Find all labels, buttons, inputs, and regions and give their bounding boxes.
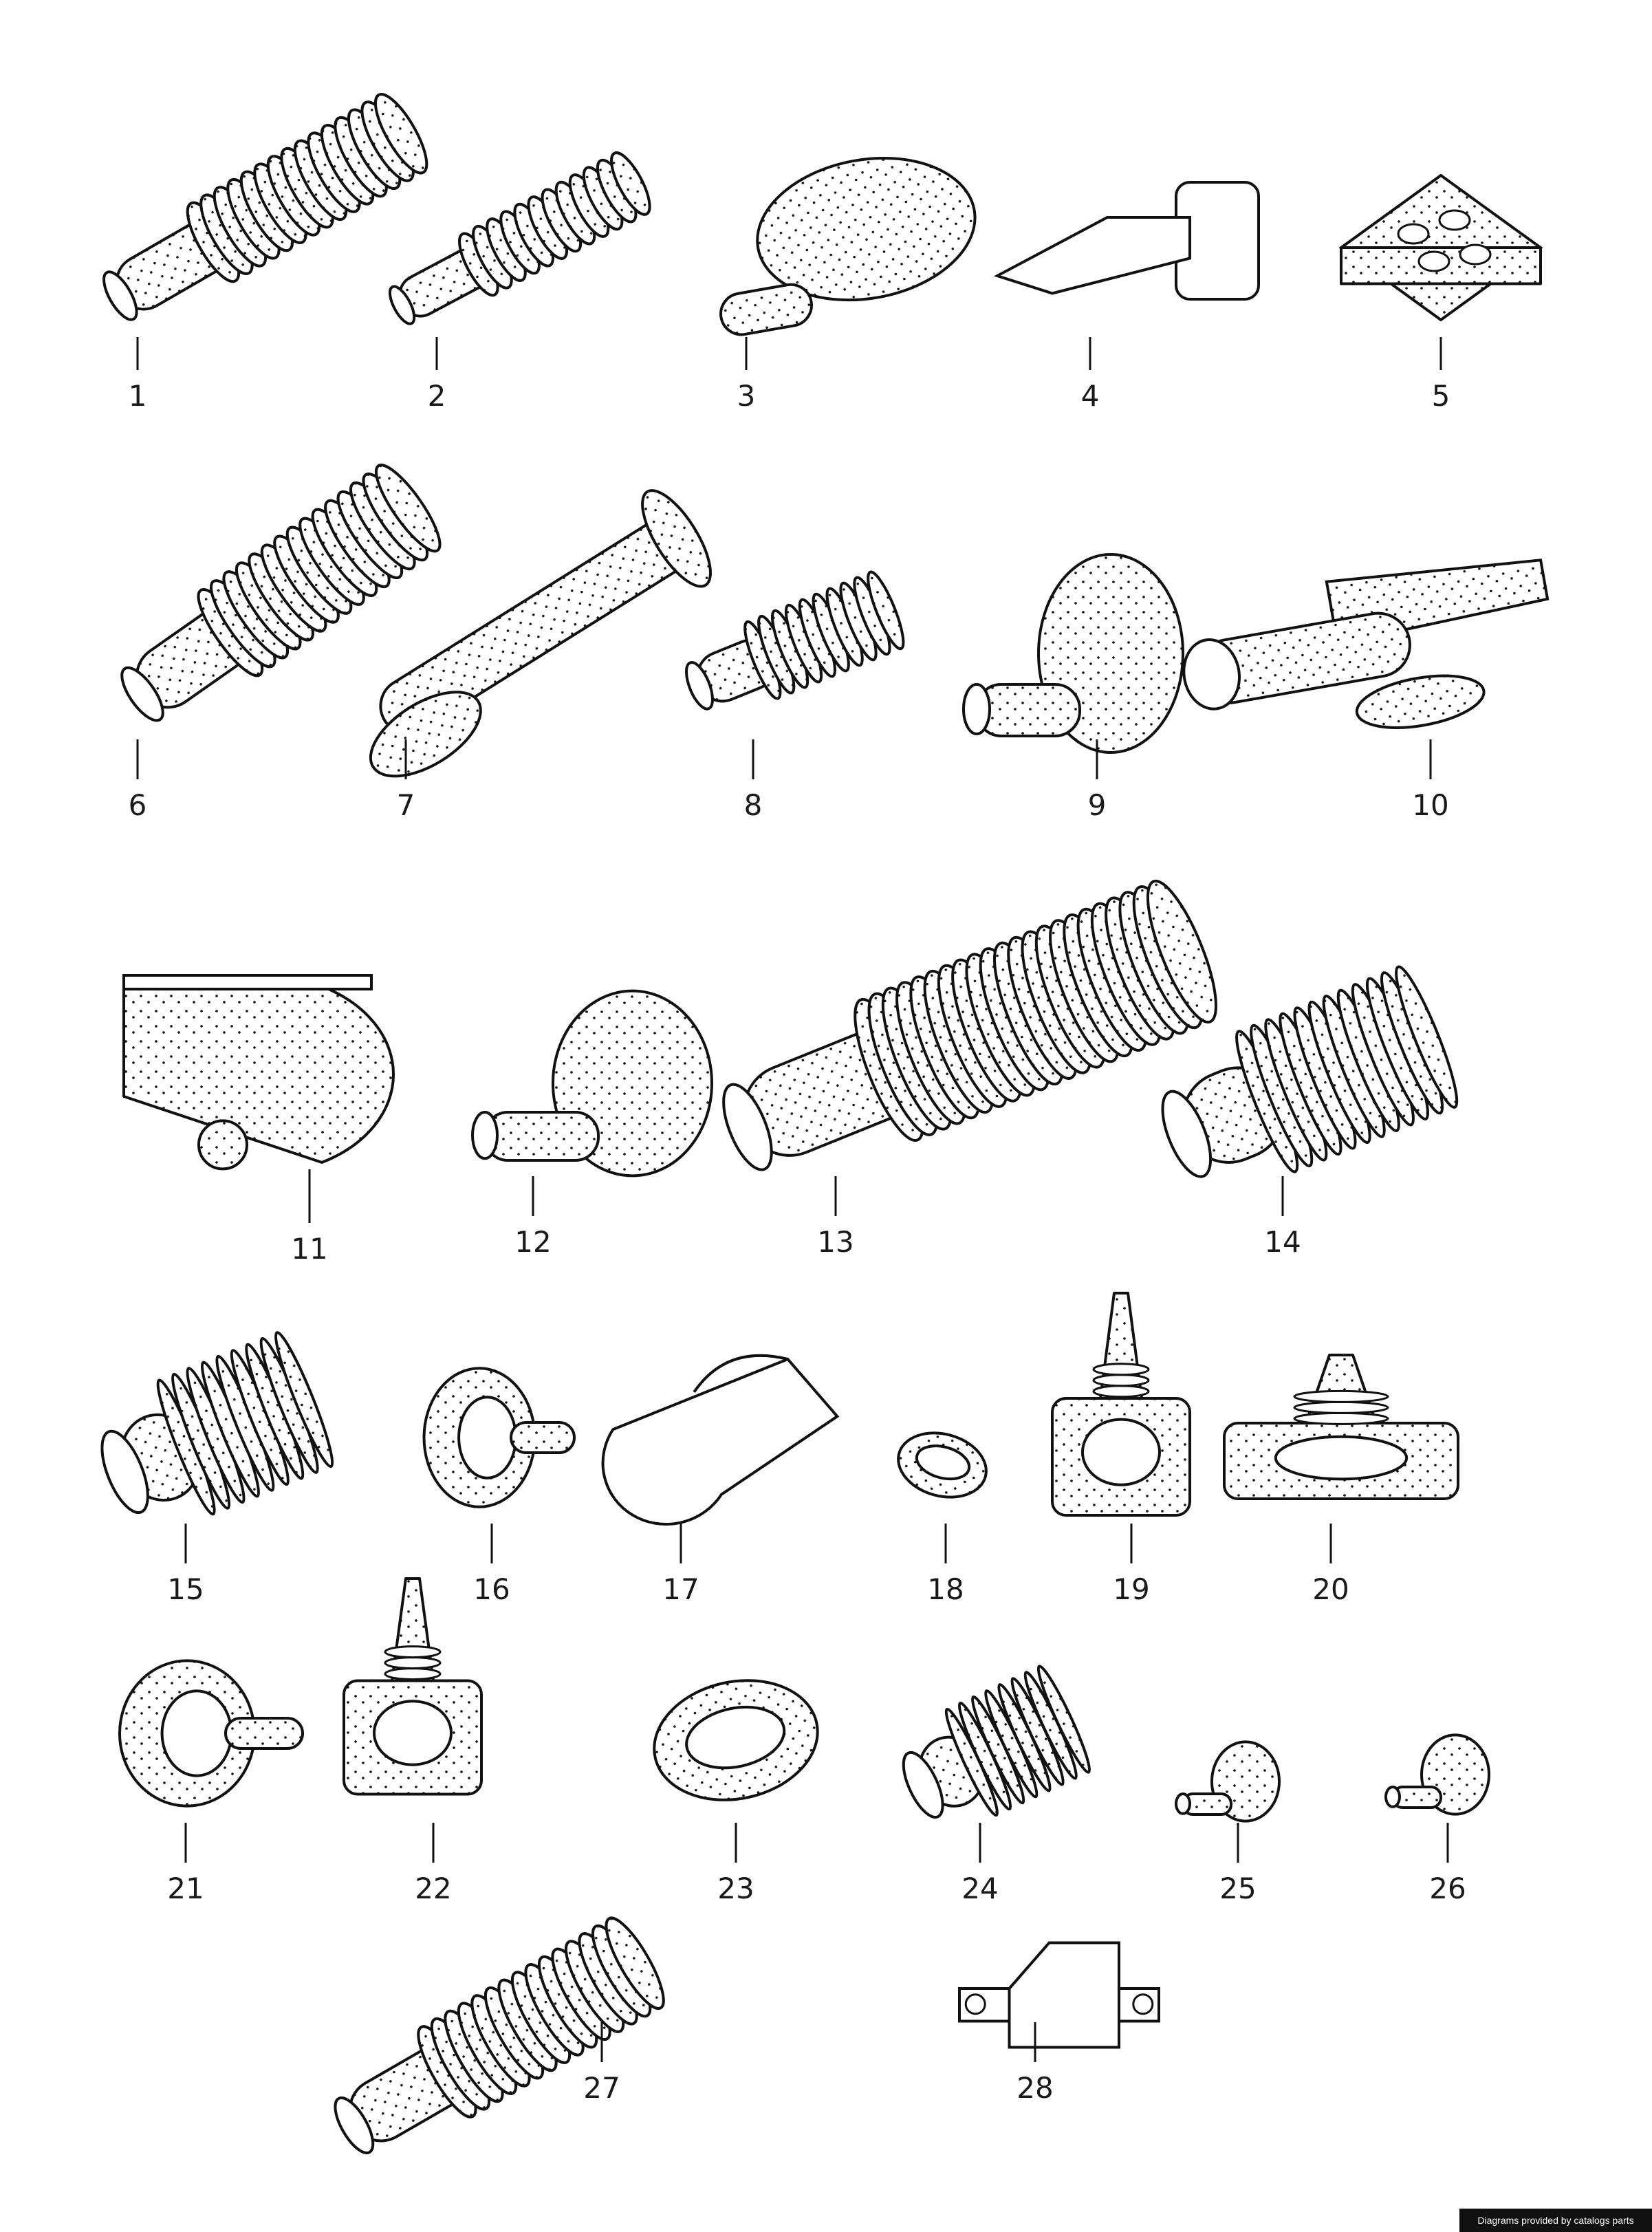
part-20: 20 xyxy=(1223,1354,1459,1606)
part-3: 3 xyxy=(719,156,977,413)
part-shape xyxy=(1175,1740,1281,1823)
part-label-4: 4 xyxy=(1081,379,1100,413)
part-18: 18 xyxy=(897,1431,988,1606)
part-13: 13 xyxy=(722,879,1217,1259)
part-14: 14 xyxy=(1161,965,1459,1259)
part-shape xyxy=(685,570,905,711)
part-shape xyxy=(120,464,442,722)
part-shape xyxy=(993,181,1260,301)
part-11: 11 xyxy=(122,974,395,1266)
part-28: 28 xyxy=(958,1941,1160,2105)
part-label-25: 25 xyxy=(1219,1872,1256,1905)
part-1: 1 xyxy=(102,93,428,413)
part-15: 15 xyxy=(100,1331,334,1606)
part-shape xyxy=(1384,1733,1490,1816)
part-shape xyxy=(1223,1354,1459,1500)
part-2: 2 xyxy=(388,151,651,413)
part-5: 5 xyxy=(1338,173,1543,413)
part-8: 8 xyxy=(685,570,905,822)
part-shape xyxy=(343,1577,483,1796)
part-label-21: 21 xyxy=(167,1872,204,1905)
part-6: 6 xyxy=(120,464,442,822)
part-27: 27 xyxy=(334,1916,665,2154)
part-label-3: 3 xyxy=(737,379,756,413)
part-shape xyxy=(1182,559,1550,729)
part-shape xyxy=(422,1367,576,1508)
part-shape xyxy=(719,156,977,336)
part-shape xyxy=(118,1659,304,1808)
part-shape xyxy=(334,1916,665,2154)
part-label-10: 10 xyxy=(1412,788,1448,822)
part-label-1: 1 xyxy=(129,379,147,413)
part-label-6: 6 xyxy=(129,788,147,822)
part-shape xyxy=(388,151,651,325)
part-shape xyxy=(897,1431,988,1499)
part-label-22: 22 xyxy=(415,1872,451,1905)
part-shape xyxy=(471,989,713,1178)
part-shape xyxy=(369,489,712,778)
part-shape xyxy=(1338,173,1543,322)
part-shape xyxy=(1051,1292,1191,1517)
part-label-16: 16 xyxy=(473,1572,510,1606)
part-24: 24 xyxy=(902,1665,1091,1905)
part-label-19: 19 xyxy=(1113,1572,1149,1606)
part-label-5: 5 xyxy=(1432,379,1450,413)
credit-bar: Diagrams provided by catalogs parts xyxy=(1459,2209,1652,2232)
part-shape xyxy=(653,1679,819,1801)
part-19: 19 xyxy=(1051,1292,1191,1606)
part-4: 4 xyxy=(993,181,1260,413)
part-shape xyxy=(100,1331,334,1516)
part-21: 21 xyxy=(118,1659,304,1905)
part-22: 22 xyxy=(343,1577,483,1905)
part-label-27: 27 xyxy=(583,2071,620,2105)
part-shape xyxy=(722,879,1217,1171)
part-label-9: 9 xyxy=(1088,788,1107,822)
part-10: 10 xyxy=(1182,559,1550,822)
part-9: 9 xyxy=(962,553,1184,822)
part-shape xyxy=(962,553,1184,754)
part-label-15: 15 xyxy=(167,1572,204,1606)
part-26: 26 xyxy=(1384,1733,1490,1905)
part-label-28: 28 xyxy=(1017,2071,1053,2105)
part-label-17: 17 xyxy=(662,1572,699,1606)
part-16: 16 xyxy=(422,1367,576,1606)
part-23: 23 xyxy=(653,1679,819,1905)
part-label-20: 20 xyxy=(1312,1572,1349,1606)
part-shape xyxy=(1161,965,1459,1178)
part-label-14: 14 xyxy=(1264,1225,1301,1259)
part-12: 12 xyxy=(471,989,713,1259)
part-label-23: 23 xyxy=(717,1872,754,1905)
part-label-18: 18 xyxy=(927,1572,964,1606)
part-shape xyxy=(601,1354,840,1526)
part-label-12: 12 xyxy=(514,1225,551,1259)
part-shape xyxy=(902,1665,1091,1819)
part-7: 7 xyxy=(369,489,712,822)
part-shape xyxy=(958,1941,1160,2049)
part-25: 25 xyxy=(1175,1740,1281,1905)
part-shape xyxy=(102,93,428,321)
part-label-7: 7 xyxy=(397,788,415,822)
part-shape xyxy=(122,974,395,1171)
part-17: 17 xyxy=(601,1354,840,1606)
part-label-13: 13 xyxy=(817,1225,854,1259)
part-label-11: 11 xyxy=(291,1232,327,1266)
part-label-8: 8 xyxy=(744,788,763,822)
part-label-2: 2 xyxy=(428,379,446,413)
part-label-24: 24 xyxy=(961,1872,998,1905)
part-label-26: 26 xyxy=(1429,1872,1466,1905)
